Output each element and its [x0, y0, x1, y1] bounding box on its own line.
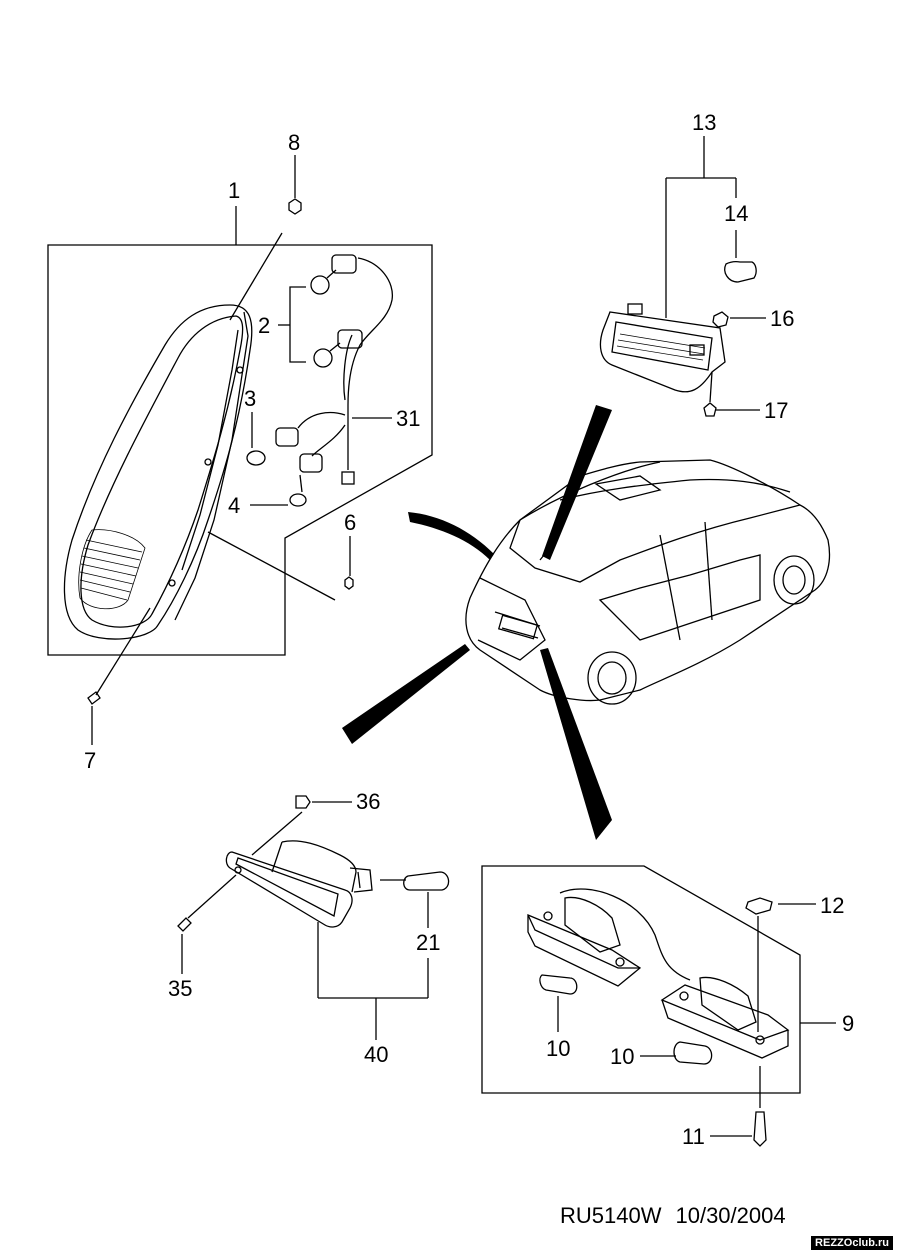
- callout-4: 4: [228, 493, 241, 518]
- screw-11: [753, 1111, 767, 1147]
- pointer-wedges: [342, 405, 612, 840]
- callout-7: 7: [84, 748, 97, 773]
- diagram-code: RU5140W: [560, 1203, 662, 1228]
- car-illustration: [465, 459, 831, 705]
- clip-36: [295, 795, 311, 809]
- callout-8: 8: [288, 130, 301, 155]
- callout-6: 6: [344, 510, 357, 535]
- bulb-14: [724, 260, 757, 283]
- bulb-socket-4: [289, 453, 323, 507]
- watermark: REZZOclub.ru: [811, 1236, 893, 1250]
- clip-12: [745, 897, 773, 915]
- fog-lamp-lens: [225, 851, 353, 928]
- license-lamp-group: [481, 865, 836, 1147]
- clip-16: [712, 311, 729, 328]
- stop-lamp-group: [599, 136, 766, 417]
- callout-12: 12: [820, 893, 845, 918]
- fog-lamp-group: [177, 795, 450, 1040]
- connector: [341, 471, 355, 485]
- callout-16: 16: [770, 306, 795, 331]
- callout-31: 31: [396, 406, 421, 431]
- bulb-socket-top: [310, 254, 357, 295]
- screw-7: [87, 691, 101, 705]
- tail-lamp-body: [63, 304, 253, 640]
- bulb-21: [403, 871, 450, 891]
- callout-21: 21: [416, 930, 441, 955]
- tail-lamp-group: [47, 155, 433, 745]
- nut-6: [344, 576, 354, 590]
- callout-9: 9: [842, 1011, 855, 1036]
- tail-lamp-box: [47, 244, 433, 656]
- callout-13: 13: [692, 110, 717, 135]
- reflector-grille: [78, 529, 146, 610]
- diagram-date: 10/30/2004: [675, 1203, 786, 1228]
- screw-35: [177, 917, 192, 932]
- screw-17: [703, 402, 717, 417]
- callout-35: 35: [168, 976, 193, 1001]
- callout-1: 1: [228, 178, 241, 203]
- callout-10-left: 10: [546, 1036, 571, 1061]
- stop-lamp-housing: [599, 311, 726, 393]
- bulb-10b: [673, 1041, 713, 1065]
- callout-36: 36: [356, 789, 381, 814]
- license-lamp-box: [481, 865, 801, 1094]
- callout-14: 14: [724, 201, 749, 226]
- bulb-socket-3: [246, 427, 299, 466]
- callout-17: 17: [764, 398, 789, 423]
- callout-11: 11: [682, 1124, 705, 1149]
- diagram-footer: RU5140W 10/30/2004: [560, 1203, 786, 1229]
- callout-10-right: 10: [610, 1044, 635, 1069]
- callout-40: 40: [364, 1042, 389, 1067]
- nut-8: [288, 198, 302, 215]
- callout-3: 3: [244, 386, 257, 411]
- wiring-harness: [347, 257, 393, 470]
- callout-2: 2: [258, 313, 271, 338]
- bulb-10a: [539, 974, 578, 995]
- bulb-socket-mid: [313, 329, 363, 368]
